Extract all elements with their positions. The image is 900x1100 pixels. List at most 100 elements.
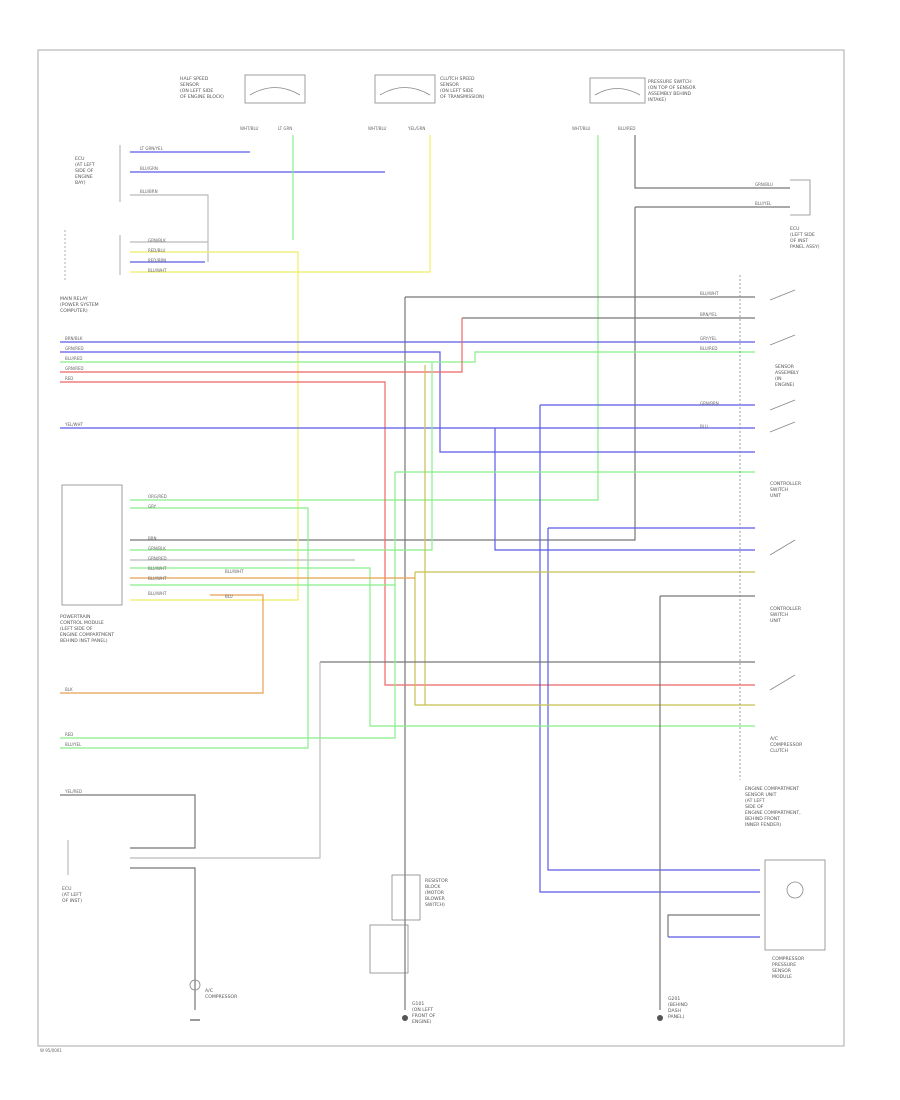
svg-text:(AT LEFT: (AT LEFT <box>75 162 95 168</box>
right-switch-labels: BLU/WHT BRN/YEL GRY/YEL BLU/RED GRN/BRN … <box>700 291 803 828</box>
resistor-block: RESISTOR BLOCK (MOTOR BLOWER SWITCH) G10… <box>369 874 449 1025</box>
svg-text:MODULE: MODULE <box>772 974 792 980</box>
svg-text:(ON LEFT SIDE: (ON LEFT SIDE <box>440 88 473 94</box>
wire-gray-s3 <box>634 135 790 189</box>
svg-text:BRN/YEL: BRN/YEL <box>700 312 718 317</box>
svg-text:GRN/BRN: GRN/BRN <box>700 401 719 406</box>
svg-text:YEL/GRN: YEL/GRN <box>407 126 425 131</box>
svg-text:ENGINE COMPARTMENT: ENGINE COMPARTMENT <box>745 786 799 792</box>
svg-text:HALF SPEED: HALF SPEED <box>180 76 209 82</box>
svg-text:BLU: BLU <box>700 424 708 429</box>
svg-text:WHT/BLU: WHT/BLU <box>240 126 259 131</box>
wire-blue-r3vv <box>547 528 760 871</box>
wire-green-ll <box>60 585 396 739</box>
svg-text:BLU/YEL: BLU/YEL <box>755 201 772 206</box>
svg-text:FRONT OF: FRONT OF <box>412 1013 436 1019</box>
svg-text:GRY: GRY <box>148 504 157 509</box>
svg-text:(LEFT SIDE OF: (LEFT SIDE OF <box>60 626 93 632</box>
svg-text:WHT/BLU: WHT/BLU <box>572 126 591 131</box>
svg-text:SENSOR: SENSOR <box>775 364 795 370</box>
svg-text:SWITCH): SWITCH) <box>425 902 445 908</box>
svg-text:BLOWER: BLOWER <box>425 896 446 902</box>
svg-text:CONTROLLER: CONTROLLER <box>770 481 802 487</box>
main-relay-connector: MAIN RELAY (POWER SYSTEM COMPUTER) GRN/B… <box>60 230 167 314</box>
svg-text:COMPRESSOR: COMPRESSOR <box>772 956 805 962</box>
svg-text:ECU: ECU <box>62 886 71 892</box>
svg-text:(LEFT SIDE: (LEFT SIDE <box>790 232 815 238</box>
svg-text:INTAKE): INTAKE) <box>648 97 666 103</box>
svg-text:UNIT: UNIT <box>770 618 781 624</box>
svg-text:BLU/BRN: BLU/BRN <box>140 189 158 194</box>
svg-text:BLK: BLK <box>65 687 73 692</box>
wire-red-l4 <box>60 318 463 373</box>
wire-olive-1v <box>414 572 755 706</box>
svg-text:ASSEMBLY BEHIND: ASSEMBLY BEHIND <box>648 91 692 97</box>
svg-text:(ON LEFT: (ON LEFT <box>412 1007 433 1013</box>
sensor-pressure-switch: PRESSURE SWITCH (ON TOP OF SENSOR ASSEMB… <box>572 77 696 131</box>
svg-text:GRN/BLK: GRN/BLK <box>148 546 166 551</box>
compressor-ground: A/C COMPRESSOR <box>189 979 238 1021</box>
wire-blue-right-v <box>539 405 760 893</box>
wire-blue-l2 <box>60 351 755 453</box>
svg-text:SENSOR UNIT: SENSOR UNIT <box>745 792 777 798</box>
svg-text:BAY): BAY) <box>75 180 86 186</box>
svg-text:YEL/WHT: YEL/WHT <box>64 422 84 427</box>
svg-text:SENSOR: SENSOR <box>440 82 460 88</box>
wire-gray-bm <box>667 914 760 937</box>
svg-text:(AT LEFT: (AT LEFT <box>745 798 765 804</box>
svg-text:ENGINE): ENGINE) <box>775 382 795 388</box>
ecu-right-top: ECU (LEFT SIDE OF INST PANEL ASSY) GRN/B… <box>755 179 820 250</box>
wire-gray-bl <box>60 794 196 849</box>
svg-text:RED: RED <box>65 732 73 737</box>
svg-text:BRN: BRN <box>148 536 157 541</box>
svg-text:RED/BLU: RED/BLU <box>148 248 166 253</box>
svg-text:CONTROLLER: CONTROLLER <box>770 606 802 612</box>
svg-text:ECU: ECU <box>75 156 84 162</box>
wire-gray-s3c <box>130 207 636 541</box>
sensor-clutch-speed: CLUTCH SPEED SENSOR (ON LEFT SIDE OF TRA… <box>368 74 485 131</box>
svg-text:A/C: A/C <box>770 736 778 742</box>
svg-text:BLU: BLU <box>225 594 233 599</box>
svg-text:SWITCH: SWITCH <box>770 612 788 618</box>
wire-layer <box>60 135 790 1010</box>
svg-text:(IN: (IN <box>775 376 782 382</box>
svg-text:LT GRN: LT GRN <box>278 126 292 131</box>
wire-blue-r2 <box>494 428 755 551</box>
left-signal-labels: BRN/BLK GRN/RED BLU/RED GRN/RED RED YEL/… <box>64 336 84 427</box>
svg-text:G101: G101 <box>412 1001 424 1007</box>
svg-text:BLOCK: BLOCK <box>425 884 441 890</box>
svg-text:BEHIND INST PANEL): BEHIND INST PANEL) <box>60 638 108 644</box>
svg-text:OF INST: OF INST <box>790 238 808 244</box>
svg-text:GRN/RED: GRN/RED <box>65 366 84 371</box>
svg-text:INNER FENDER): INNER FENDER) <box>745 822 781 828</box>
wire-gray-0 <box>130 194 209 262</box>
svg-text:A/C: A/C <box>205 988 213 994</box>
svg-text:GRN/RED: GRN/RED <box>148 556 167 561</box>
svg-text:BLU/WHT: BLU/WHT <box>148 576 167 581</box>
svg-text:BLU/YEL: BLU/YEL <box>65 742 82 747</box>
svg-text:BLU/WHT: BLU/WHT <box>700 291 719 296</box>
svg-text:RESISTOR: RESISTOR <box>425 878 449 884</box>
svg-text:WHT/BLU: WHT/BLU <box>368 126 387 131</box>
svg-text:GRN/BLU: GRN/BLU <box>755 182 773 187</box>
svg-text:COMPRESSOR: COMPRESSOR <box>205 994 238 1000</box>
svg-text:PANEL ASSY): PANEL ASSY) <box>790 244 820 250</box>
svg-text:OF INST): OF INST) <box>62 898 82 904</box>
wire-green-p2 <box>130 362 433 551</box>
svg-text:BLU/WHT: BLU/WHT <box>148 268 167 273</box>
svg-text:(ON LEFT SIDE: (ON LEFT SIDE <box>180 88 213 94</box>
svg-text:(ON TOP OF SENSOR: (ON TOP OF SENSOR <box>648 85 696 91</box>
ecu-connector-top-left: ECU (AT LEFT SIDE OF ENGINE BAY) LT GRN/… <box>75 145 164 202</box>
svg-text:UNIT: UNIT <box>770 493 781 499</box>
svg-text:PANEL): PANEL) <box>668 1014 685 1020</box>
svg-text:OF TRANSMISSION): OF TRANSMISSION) <box>440 94 485 100</box>
switch-group-right <box>739 275 796 780</box>
svg-text:COMPUTER): COMPUTER) <box>60 308 88 314</box>
svg-text:BLU/GRN: BLU/GRN <box>140 166 158 171</box>
wire-gray-bl2 <box>130 867 196 1010</box>
svg-text:MAIN RELAY: MAIN RELAY <box>60 296 88 302</box>
svg-text:RED/BRN: RED/BRN <box>148 258 166 263</box>
svg-text:ORG/RED: ORG/RED <box>148 494 167 499</box>
svg-text:(BEHIND: (BEHIND <box>668 1002 688 1008</box>
